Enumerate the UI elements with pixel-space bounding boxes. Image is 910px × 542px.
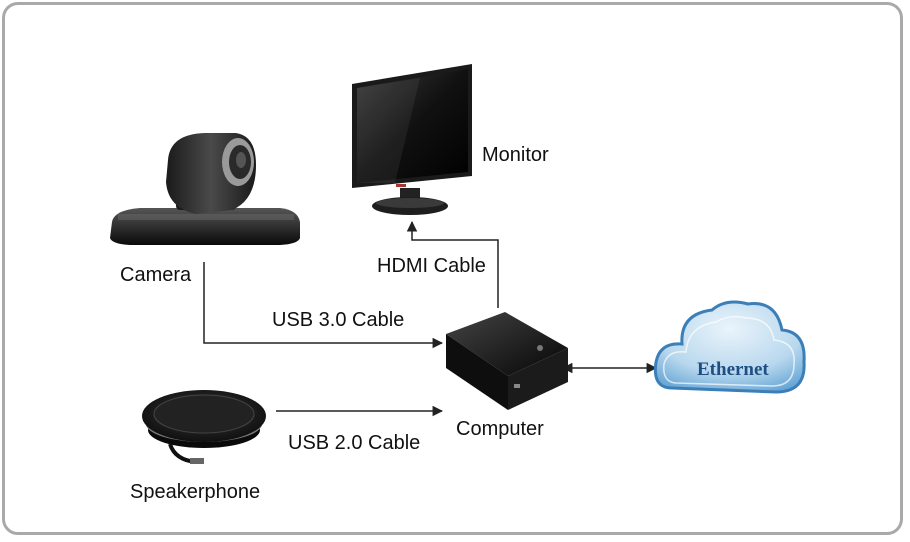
camera-icon <box>110 133 300 245</box>
connector-usb3 <box>203 262 444 349</box>
speakerphone-icon <box>142 390 266 464</box>
label-usb3-cable: USB 3.0 Cable <box>272 309 405 331</box>
ethernet-cloud-icon <box>653 300 806 394</box>
monitor-icon <box>352 64 472 215</box>
label-hdmi-cable: HDMI Cable <box>377 255 486 277</box>
label-usb2-cable: USB 2.0 Cable <box>288 432 421 454</box>
label-ethernet: Ethernet <box>697 359 769 380</box>
label-computer: Computer <box>456 418 544 440</box>
label-monitor: Monitor <box>482 144 549 166</box>
label-camera: Camera <box>120 264 192 286</box>
label-speakerphone: Speakerphone <box>130 481 261 503</box>
computer-icon <box>446 312 568 410</box>
connector-hdmi <box>406 220 499 308</box>
